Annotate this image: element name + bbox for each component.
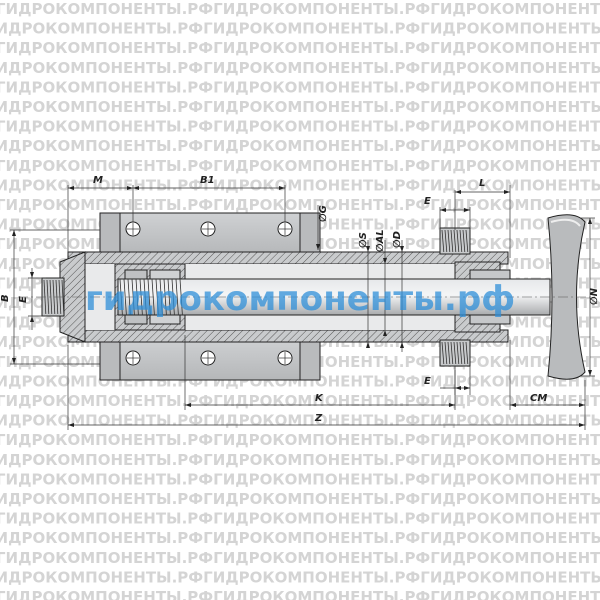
thread-line (459, 341, 463, 365)
label-E-top: E (424, 196, 431, 207)
thread-line (46, 279, 50, 315)
watermark-row: ГИДРОКОМПОНЕНТЫ.РФГИДРОКОМПОНЕНТЫ.РФГИДР… (0, 451, 600, 469)
label-B: B (0, 294, 11, 302)
watermark-row: ГИДРОКОМПОНЕНТЫ.РФГИДРОКОМПОНЕНТЫ.РФГИДР… (0, 196, 600, 214)
watermark-row: ГИДРОКОМПОНЕНТЫ.РФГИДРОКОМПОНЕНТЫ.РФГИДР… (0, 510, 600, 528)
label-D: ∅D (392, 231, 403, 248)
thread-line (462, 341, 466, 365)
thread-line (465, 229, 469, 253)
label-G: ∅G (318, 205, 329, 222)
thread-line (123, 278, 127, 316)
watermark-row: ГИДРОКОМПОНЕНТЫ.РФГИДРОКОМПОНЕНТЫ.РФГИДР… (0, 0, 600, 18)
watermark-row: ГИДРОКОМПОНЕНТЫ.РФГИДРОКОМПОНЕНТЫ.РФГИДР… (0, 98, 600, 116)
front-port-bottom (439, 339, 471, 367)
thread-line (450, 341, 454, 365)
thread-line (135, 278, 139, 316)
thread-line (456, 341, 460, 365)
watermark-row: ГИДРОКОМПОНЕНТЫ.РФГИДРОКОМПОНЕНТЫ.РФГИДР… (0, 59, 600, 77)
watermark-row: ГИДРОКОМПОНЕНТЫ.РФГИДРОКОМПОНЕНТЫ.РФГИДР… (0, 78, 600, 96)
watermark-row: ГИДРОКОМПОНЕНТЫ.РФГИДРОКОМПОНЕНТЫ.РФГИДР… (0, 412, 600, 430)
dimension-arrows (12, 186, 592, 427)
thread-line (441, 341, 445, 365)
watermark-row: ГИДРОКОМПОНЕНТЫ.РФГИДРОКОМПОНЕНТЫ.РФГИДР… (0, 549, 600, 567)
front-port-top (439, 227, 471, 255)
top-mounting-plate (99, 212, 321, 256)
label-N: ∅N (589, 287, 600, 305)
label-L: L (479, 178, 485, 189)
thread-line (453, 341, 457, 365)
watermark-row: ГИДРОКОМПОНЕНТЫ.РФГИДРОКОМПОНЕНТЫ.РФГИДР… (0, 118, 600, 136)
thread-line (175, 278, 179, 316)
thread-line (444, 229, 448, 253)
thread-line (171, 278, 175, 316)
watermark-row: ГИДРОКОМПОНЕНТЫ.РФГИДРОКОМПОНЕНТЫ.РФГИДР… (0, 20, 600, 38)
thread-line (459, 229, 463, 253)
thread-line (139, 278, 143, 316)
bottom-mounting-plate (99, 337, 321, 381)
label-CM: CM (530, 393, 547, 404)
label-M: M (93, 175, 103, 186)
label-B1: B1 (200, 175, 215, 186)
thread-line (441, 229, 445, 253)
thread-line (456, 229, 460, 253)
logo-text: гидрокомпоненты.рф (85, 279, 515, 319)
label-S: ∅S (358, 232, 369, 248)
watermark-row: ГИДРОКОМПОНЕНТЫ.РФГИДРОКОМПОНЕНТЫ.РФГИДР… (0, 157, 600, 175)
thread-line (52, 279, 56, 315)
thread-line (465, 341, 469, 365)
thread-line (159, 278, 163, 316)
label-Z: Z (314, 413, 323, 424)
watermark-row: ГИДРОКОМПОНЕНТЫ.РФГИДРОКОМПОНЕНТЫ.РФГИДР… (0, 176, 600, 194)
watermark-row: ГИДРОКОМПОНЕНТЫ.РФГИДРОКОМПОНЕНТЫ.РФГИДР… (0, 137, 600, 155)
thread-line (444, 341, 448, 365)
watermark-row: ГИДРОКОМПОНЕНТЫ.РФГИДРОКОМПОНЕНТЫ.РФГИДР… (0, 470, 600, 488)
label-E-left: E (18, 296, 29, 303)
watermark-row: ГИДРОКОМПОНЕНТЫ.РФГИДРОКОМПОНЕНТЫ.РФГИДР… (0, 568, 600, 586)
thread-line (447, 229, 451, 253)
label-K: K (315, 393, 324, 404)
watermark-row: ГИДРОКОМПОНЕНТЫ.РФГИДРОКОМПОНЕНТЫ.РФГИДР… (0, 529, 600, 547)
label-E-bottom: E (424, 376, 431, 387)
watermark-row: ГИДРОКОМПОНЕНТЫ.РФГИДРОКОМПОНЕНТЫ.РФГИДР… (0, 490, 600, 508)
thread-line (462, 229, 466, 253)
thread-line (453, 229, 457, 253)
thread-line (447, 341, 451, 365)
watermark-row: ГИДРОКОМПОНЕНТЫ.РФГИДРОКОМПОНЕНТЫ.РФГИДР… (0, 431, 600, 449)
thread-line (450, 229, 454, 253)
watermark-row: ГИДРОКОМПОНЕНТЫ.РФГИДРОКОМПОНЕНТЫ.РФГИДР… (0, 39, 600, 57)
watermark-row: ГИДРОКОМПОНЕНТЫ.РФГИДРОКОМПОНЕНТЫ.РФГИДР… (0, 588, 600, 600)
rear-port-fitting (41, 277, 65, 317)
label-AL: ∅AL (375, 229, 386, 252)
